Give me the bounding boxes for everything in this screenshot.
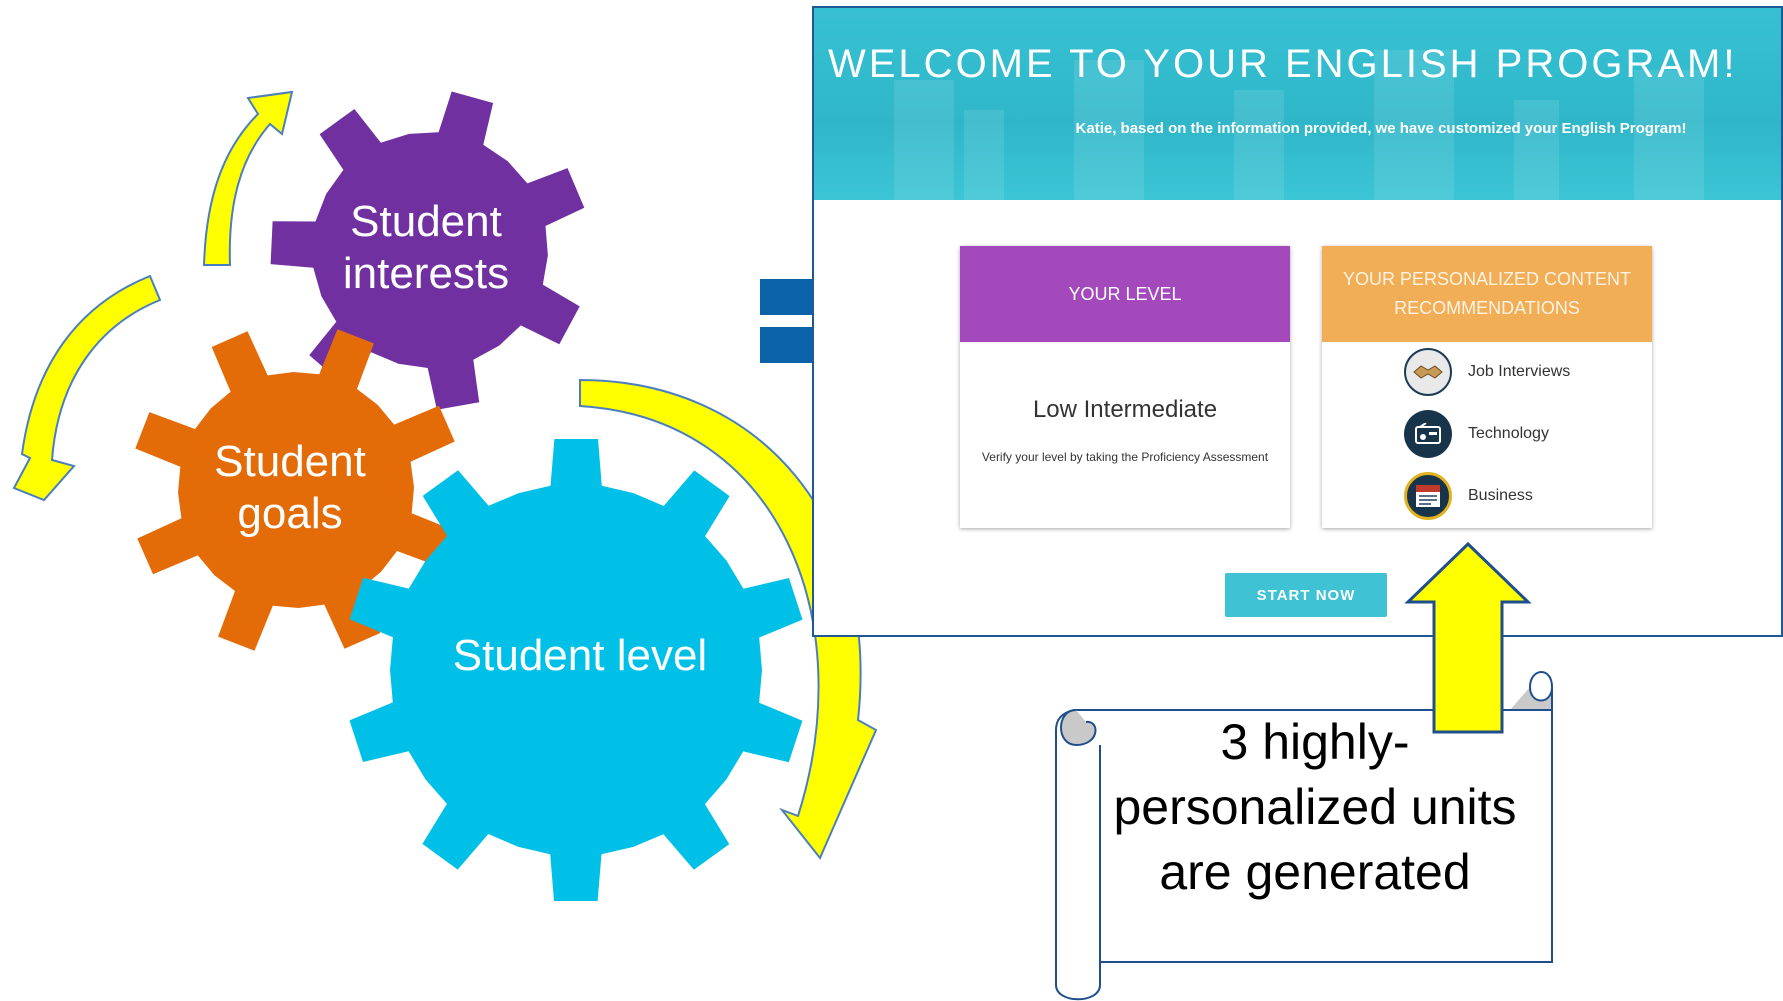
your-level-card: YOUR LEVEL Low Intermediate Verify your …	[960, 246, 1290, 528]
rec-item-business[interactable]: Business	[1404, 470, 1533, 522]
cycle-arrow-top	[202, 90, 294, 266]
recommendations-header: YOUR PERSONALIZED CONTENT RECOMMENDATION…	[1322, 246, 1652, 342]
app-screenshot-panel: WELCOME TO YOUR ENGLISH PROGRAM! Katie, …	[812, 6, 1783, 637]
rec-label: Business	[1468, 487, 1533, 504]
student-level-label: Student level	[452, 631, 708, 680]
radio-device-icon	[1404, 410, 1452, 458]
student-goals-label: Student goals	[214, 437, 366, 538]
level-value: Low Intermediate	[1032, 396, 1218, 423]
student-interests-label: Student interests	[342, 197, 510, 298]
scroll-callout-shape	[1055, 671, 1553, 1001]
program-title: WELCOME TO YOUR ENGLISH PROGRAM!	[828, 42, 1738, 86]
callout-text: 3 highly-personalized units are generate…	[1113, 714, 1517, 900]
handshake-icon	[1404, 348, 1452, 396]
student-interests-gear	[270, 91, 585, 410]
recommendations-card: YOUR PERSONALIZED CONTENT RECOMMENDATION…	[1322, 246, 1652, 528]
level-note: Verify your level by taking the Proficie…	[981, 450, 1269, 464]
your-level-header: YOUR LEVEL	[960, 246, 1290, 342]
rec-label: Technology	[1468, 425, 1549, 442]
program-subtitle: Katie, based on the information provided…	[1075, 120, 1687, 137]
news-icon	[1404, 472, 1452, 520]
cycle-arrow-right	[579, 378, 878, 860]
cycle-arrow-left	[12, 274, 162, 502]
start-now-button[interactable]: START NOW	[1225, 573, 1387, 617]
rec-item-technology[interactable]: Technology	[1404, 408, 1549, 460]
student-level-gear	[349, 439, 803, 901]
student-goals-gear	[135, 329, 457, 651]
rec-item-job-interviews[interactable]: Job Interviews	[1404, 346, 1570, 398]
welcome-banner: WELCOME TO YOUR ENGLISH PROGRAM! Katie, …	[814, 8, 1781, 200]
rec-label: Job Interviews	[1468, 363, 1571, 380]
